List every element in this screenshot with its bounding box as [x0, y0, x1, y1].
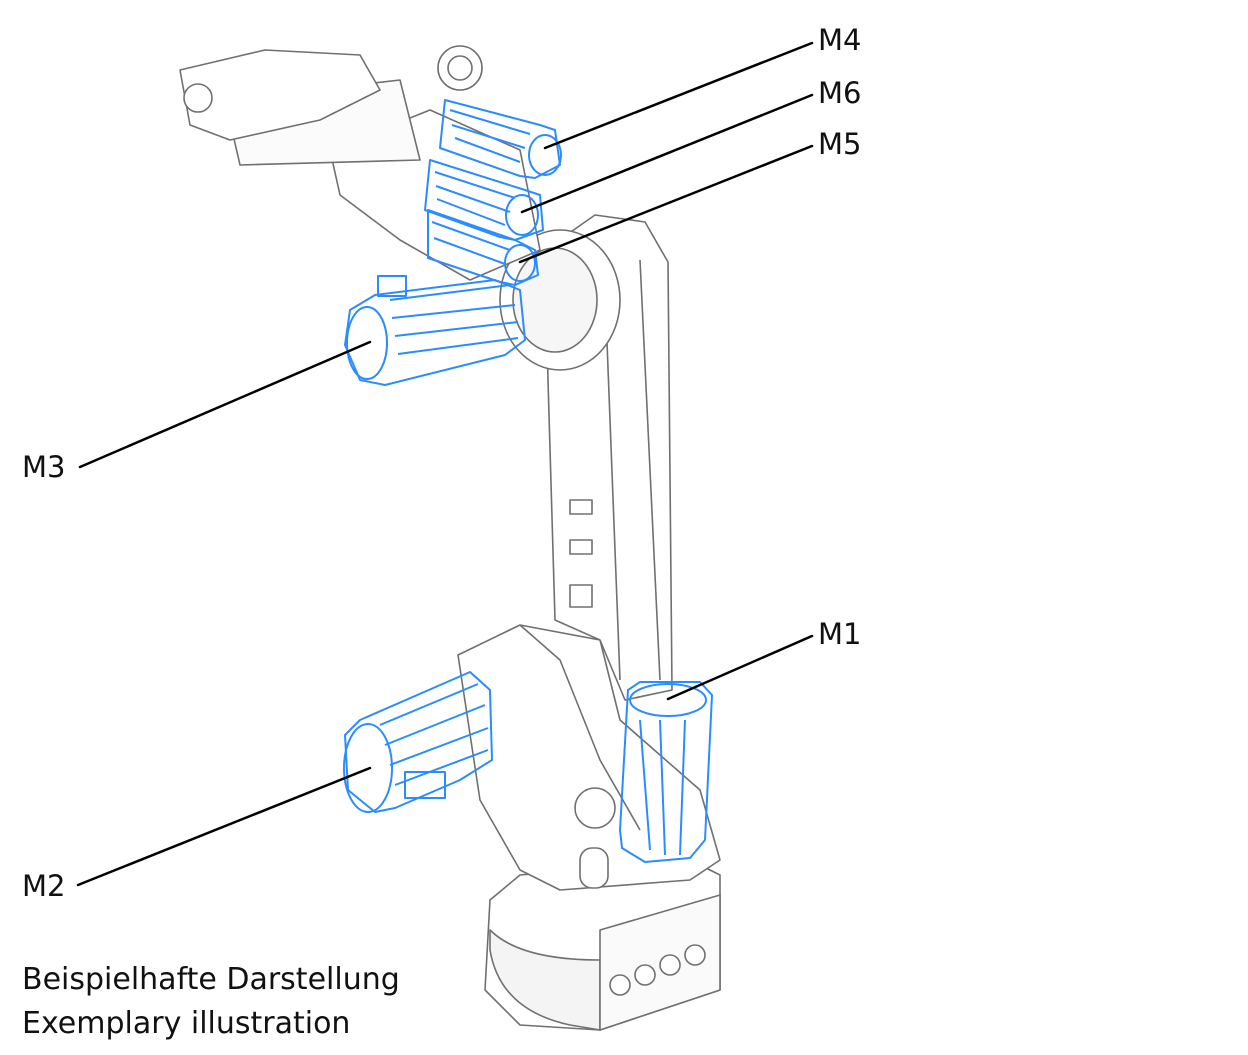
column-bolt-hub [574, 787, 616, 829]
leader-line-m2 [76, 766, 372, 887]
leader-lines [76, 41, 814, 887]
lower-arm-edge [604, 289, 621, 681]
caption: Beispielhafte Darstellung Exemplary illu… [22, 958, 400, 1046]
connector-socket [634, 964, 656, 986]
leader-line-m1 [666, 634, 814, 701]
motor-m4 [439, 99, 561, 179]
motor-m2 [344, 671, 493, 813]
wrist-ring-inner [447, 55, 473, 81]
label-m5: M5 [818, 127, 862, 161]
leader-line-m4 [543, 41, 814, 150]
robot-structure [179, 45, 721, 1031]
arm-marking [569, 499, 593, 515]
connector-socket [659, 954, 681, 976]
motors [343, 99, 713, 863]
wrist-housing [179, 49, 381, 141]
motor-m6-fins [434, 171, 516, 226]
motor-m3-endcap [346, 306, 388, 380]
motor-m4-endcap [528, 134, 562, 176]
lower-arm-edge [639, 259, 661, 681]
caption-line-english: Exemplary illustration [22, 1006, 351, 1041]
label-m4: M4 [818, 23, 862, 57]
motor-m6-endcap [505, 194, 539, 236]
label-m1: M1 [818, 617, 862, 651]
motor-m2-endcap [343, 723, 393, 813]
motor-m2-fins [379, 683, 489, 786]
motor-m5-fins [431, 221, 511, 265]
label-m3: M3 [22, 450, 66, 484]
label-m6: M6 [818, 76, 862, 110]
motor-m3-connector [377, 275, 407, 297]
connector-socket [609, 974, 631, 996]
caption-line-german: Beispielhafte Darstellung [22, 962, 400, 997]
motor-m1 [619, 681, 713, 863]
motor-m4-fins [449, 109, 531, 163]
motor-m6 [424, 159, 544, 241]
motor-m2-connector [404, 771, 446, 799]
motor-m3 [344, 279, 526, 386]
arm-marking [569, 539, 593, 555]
motor-m3-fins [389, 284, 519, 355]
tool-flange [183, 83, 213, 113]
column-edge [519, 624, 641, 831]
motor-m1-endcap [629, 683, 707, 717]
arm-marking [569, 584, 593, 608]
rotating-column [457, 624, 721, 891]
leader-line-m3 [78, 340, 372, 469]
motor-m1-fins [639, 719, 686, 856]
label-m2: M2 [22, 869, 66, 903]
leader-line-m6 [520, 93, 814, 214]
leader-line-m5 [518, 144, 814, 264]
column-slot [579, 847, 609, 889]
connector-socket [684, 944, 706, 966]
